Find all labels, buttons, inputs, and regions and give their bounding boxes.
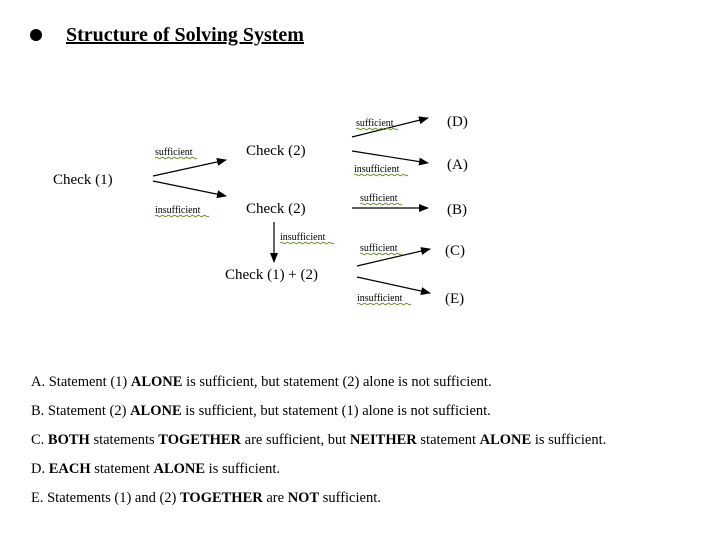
arrow-check1-to-check2-sufficient	[152, 158, 227, 177]
squiggle-underline	[154, 214, 210, 218]
edge-label: insufficient	[357, 293, 403, 304]
heading: Structure of Solving System	[30, 22, 304, 48]
edge-label: sufficient	[360, 193, 398, 204]
result-b: (B)	[447, 202, 467, 218]
result-c: (C)	[445, 243, 465, 259]
squiggle-underline	[279, 241, 335, 245]
edge-label: sufficient	[360, 243, 398, 254]
arrow-check12-to-e	[356, 276, 431, 295]
arrow-check2-to-a	[351, 150, 429, 166]
squiggle-underline	[356, 302, 412, 306]
statement-e: E. Statements (1) and (2) TOGETHER are N…	[31, 490, 381, 506]
edge-label: insufficient	[155, 205, 201, 216]
answer-statements: A. Statement (1) ALONE is sufficient, bu…	[31, 368, 707, 513]
solving-system-diagram: Check (1) Check (2) Check (2) Check (1) …	[53, 114, 468, 307]
squiggle-underline	[355, 127, 399, 131]
squiggle-underline	[359, 202, 403, 206]
edge-label: insufficient	[280, 232, 326, 243]
statement-a: A. Statement (1) ALONE is sufficient, bu…	[31, 374, 492, 390]
squiggle-underline	[353, 173, 409, 177]
edge-label: sufficient	[356, 118, 394, 129]
result-d: (D)	[447, 114, 468, 130]
node-check-1: Check (1)	[53, 172, 113, 188]
arrow-check12-to-c	[356, 247, 431, 267]
edge-label: sufficient	[155, 147, 193, 158]
node-check-2-top: Check (2)	[246, 143, 306, 159]
result-a: (A)	[447, 157, 468, 173]
node-check-2-bottom: Check (2)	[246, 201, 306, 217]
squiggle-underline	[359, 252, 403, 256]
node-check-1-plus-2: Check (1) + (2)	[225, 267, 318, 283]
page-title: Structure of Solving System	[66, 23, 304, 46]
bullet-icon	[30, 29, 42, 41]
statement-c: C. BOTH statements TOGETHER are sufficie…	[31, 432, 607, 448]
arrow-check2-to-d	[351, 116, 429, 138]
result-e: (E)	[445, 291, 464, 307]
arrow-check1-to-check2-insufficient	[152, 180, 227, 199]
statement-d: D. EACH statement ALONE is sufficient.	[31, 461, 281, 477]
squiggle-underline	[154, 156, 198, 160]
edge-label: insufficient	[354, 164, 400, 175]
statement-b: B. Statement (2) ALONE is sufficient, bu…	[31, 403, 491, 419]
